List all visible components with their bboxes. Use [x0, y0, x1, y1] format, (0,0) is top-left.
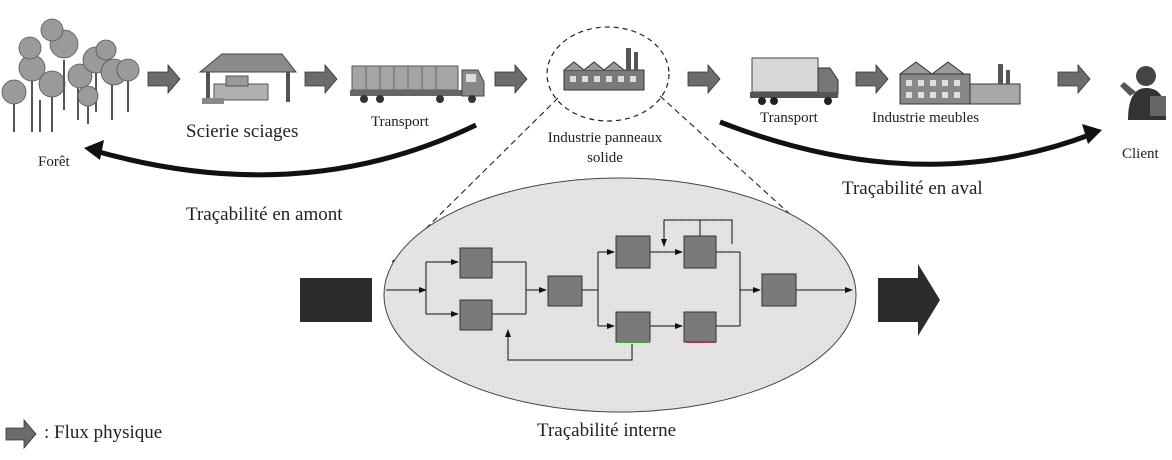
- internal-process-ellipse: [383, 177, 857, 413]
- process-box-6: [615, 311, 651, 343]
- legend-flux-physique: : Flux physique: [44, 422, 163, 443]
- process-box-4: [615, 235, 651, 269]
- label-transport-1: Transport: [371, 114, 429, 130]
- flux-arrows: [147, 63, 1091, 95]
- factory-icon: [563, 48, 645, 91]
- label-tracabilite-amont: Traçabilité en amont: [186, 204, 343, 225]
- amont-arrowhead: [84, 140, 104, 160]
- label-client: Client: [1122, 146, 1159, 162]
- label-foret: Forêt: [38, 154, 70, 170]
- process-box-5: [683, 235, 717, 269]
- sawmill-icon: [198, 53, 298, 104]
- label-scierie: Scierie sciages: [186, 121, 299, 142]
- process-boxes: [459, 235, 797, 343]
- flux-arrow-3: [494, 63, 528, 95]
- process-box-8: [761, 273, 797, 307]
- output-arrow-block: [878, 264, 940, 336]
- client-icon: [1120, 66, 1166, 120]
- flux-arrow-4: [687, 63, 721, 95]
- process-links: [386, 219, 853, 361]
- process-box-3: [547, 275, 583, 307]
- amont-arrow: [91, 122, 478, 178]
- label-industrie-meubles: Industrie meubles: [872, 110, 980, 126]
- truck-icon: [350, 65, 485, 103]
- label-industrie-panneaux: Industrie panneaux solide: [547, 130, 663, 166]
- input-block: [300, 278, 372, 322]
- aval-arrowhead: [1082, 124, 1102, 144]
- forest-icon: [1, 18, 140, 132]
- flux-arrow-5: [855, 63, 889, 95]
- furniture-factory-icon: [899, 61, 1021, 105]
- label-tracabilite-interne: Traçabilité interne: [537, 420, 677, 441]
- process-box-2: [459, 299, 493, 331]
- process-box-1: [459, 247, 493, 279]
- label-transport-2: Transport: [760, 110, 818, 126]
- process-box-7: [683, 311, 717, 343]
- flux-arrow-2: [304, 63, 338, 95]
- lorry-icon: [750, 57, 839, 105]
- aval-arrow: [719, 119, 1093, 167]
- flux-arrow-6: [1057, 63, 1091, 95]
- legend-arrow-icon: [5, 418, 37, 450]
- focus-circle: [546, 26, 670, 122]
- flux-arrow-1: [147, 63, 181, 95]
- label-tracabilite-aval: Traçabilité en aval: [842, 178, 983, 199]
